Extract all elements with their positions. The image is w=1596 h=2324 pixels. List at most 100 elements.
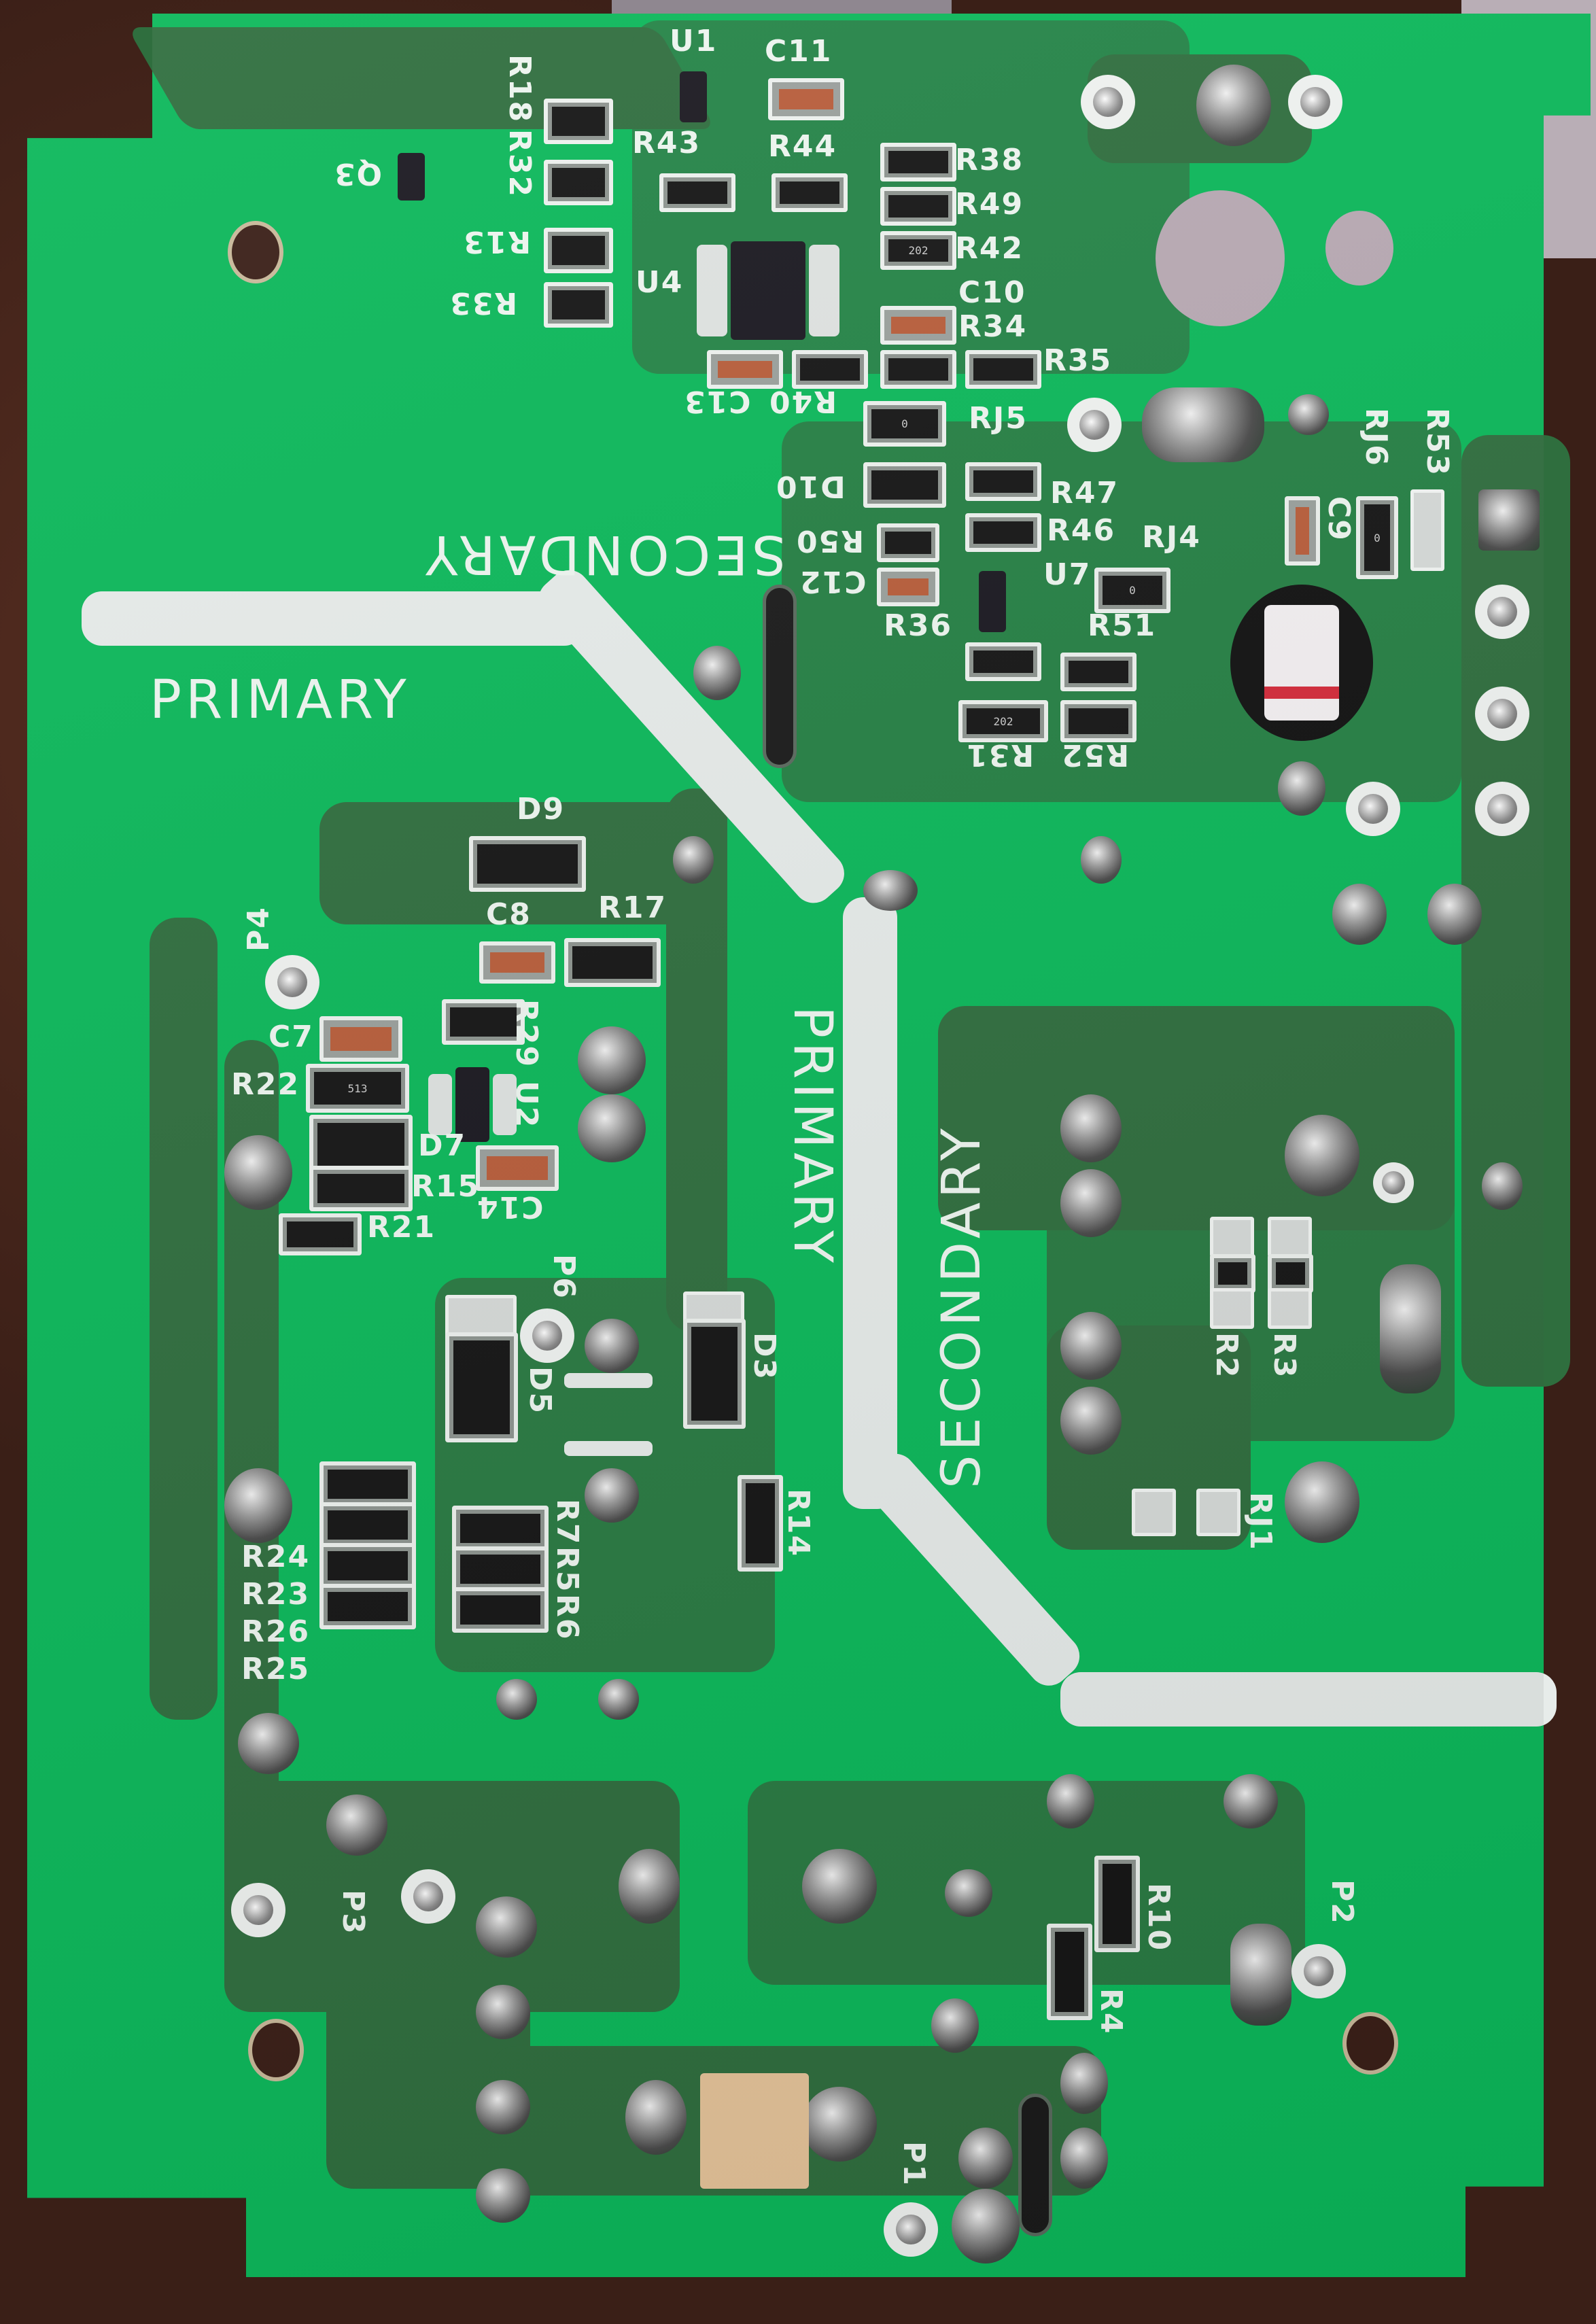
test-point-p6 <box>520 1308 574 1363</box>
capacitor-c7 <box>319 1016 402 1062</box>
capacitor-c12 <box>877 568 939 606</box>
resistor-rj5: 0 <box>863 401 946 447</box>
label-r52: R52 <box>1060 738 1130 772</box>
label-d3: D3 <box>747 1332 782 1381</box>
connector-pin-2 <box>1475 687 1529 741</box>
label-d5: D5 <box>523 1366 557 1415</box>
rj4-code: 0 <box>1129 584 1136 597</box>
pad-top-1 <box>1081 75 1135 129</box>
label-r2: R2 <box>1209 1332 1244 1379</box>
silk-bar-p6-1 <box>564 1373 653 1388</box>
solder-sec-3 <box>1332 884 1387 945</box>
solder-inductor <box>1380 1264 1441 1393</box>
label-d9: D9 <box>517 792 566 827</box>
solder-primary-10 <box>496 1679 537 1720</box>
label-d10: D10 <box>775 469 846 504</box>
solder-primary-20 <box>625 2080 687 2155</box>
label-d7: D7 <box>418 1128 467 1163</box>
diode-d3 <box>683 1319 746 1429</box>
solder-primary-19 <box>476 2080 530 2134</box>
resistor-r5 <box>452 1546 549 1592</box>
label-r25: R25 <box>241 1652 311 1686</box>
isolation-line-bottom <box>1060 1672 1557 1727</box>
solder-primary-6 <box>224 1135 292 1210</box>
mounting-hole-large <box>1156 190 1285 326</box>
solder-sec-6 <box>1060 1169 1122 1237</box>
diode-d9 <box>469 836 586 892</box>
resistor-r18 <box>544 99 613 144</box>
label-r17: R17 <box>598 890 667 925</box>
capacitor-viewport-hole <box>1230 585 1373 741</box>
solder-primary-18 <box>476 1985 530 2039</box>
solder-primary-13 <box>326 1794 387 1856</box>
hole-top-left <box>228 221 283 283</box>
test-point-p1 <box>884 2202 938 2257</box>
resistor-r49 <box>880 187 956 226</box>
test-point-p3-label: P3 <box>336 1890 370 1935</box>
label-u2: U2 <box>509 1081 544 1129</box>
solder-sec-11 <box>1060 1387 1122 1455</box>
capacitor-c9 <box>1285 496 1320 566</box>
solder-primary-5 <box>578 1094 646 1162</box>
solder-sec-12 <box>1285 1461 1359 1543</box>
pad-r3-bottom <box>1268 1288 1312 1329</box>
resistor-r32 <box>544 160 613 205</box>
resistor-r35 <box>965 350 1041 389</box>
pad-sec-8 <box>1373 1162 1414 1203</box>
label-u4: U4 <box>636 265 684 300</box>
label-r13: R13 <box>462 224 532 259</box>
solder-primary-2 <box>673 836 714 884</box>
pad-r3-top <box>1268 1217 1312 1258</box>
label-rj6: RJ6 <box>1359 408 1393 467</box>
label-r26: R26 <box>241 1614 311 1649</box>
label-r32: R32 <box>502 129 537 198</box>
pad-r53 <box>1410 489 1444 571</box>
isolation-line-mid-vert <box>843 897 897 1509</box>
label-r36: R36 <box>884 608 953 643</box>
label-r22: R22 <box>231 1067 300 1102</box>
copper-top-left <box>126 27 716 129</box>
label-r33: R33 <box>449 285 518 320</box>
test-point-p6-label: P6 <box>547 1254 581 1300</box>
solder-primary-12 <box>238 1713 299 1774</box>
resistor-r34 <box>880 350 956 389</box>
resistor-r38 <box>880 143 956 181</box>
capacitor-c14 <box>476 1145 559 1191</box>
solder-bottom-4 <box>1224 1774 1278 1828</box>
diode-d10 <box>863 462 946 508</box>
label-r29: R29 <box>509 999 544 1069</box>
connector-pin-1 <box>1475 585 1529 639</box>
u4-pins-right <box>809 245 839 336</box>
label-r43: R43 <box>632 126 701 160</box>
secondary-zone-label: SECONDARY <box>421 523 786 585</box>
resistor-r44 <box>771 173 848 212</box>
ic-u1 <box>680 71 707 122</box>
ic-u4 <box>731 241 805 340</box>
resistor-r31: 202 <box>958 700 1048 742</box>
label-r5: R5 <box>550 1546 585 1593</box>
resistor-r46 <box>965 513 1041 552</box>
resistor-r36 <box>965 642 1041 681</box>
resistor-r23 <box>319 1502 416 1548</box>
solder-bottom-10 <box>952 2189 1020 2264</box>
resistor-r26 <box>319 1543 416 1589</box>
solder-primary-21 <box>476 2168 530 2223</box>
capacitor-stripe <box>1264 687 1339 699</box>
resistor-r25 <box>319 1584 416 1629</box>
resistor-r47 <box>965 462 1041 501</box>
silk-bar-p6-2 <box>564 1441 653 1456</box>
transistor-q3 <box>398 153 425 201</box>
solder-primary-3 <box>863 870 918 911</box>
resistor-r33 <box>544 282 613 328</box>
solder-sec-4 <box>1427 884 1482 945</box>
label-c8: C8 <box>486 897 532 932</box>
copper-primary-left-rail <box>150 918 218 1720</box>
solder-primary-9 <box>224 1468 292 1543</box>
r42-code: 202 <box>908 244 929 257</box>
solder-sec-7 <box>1285 1115 1359 1196</box>
label-c7: C7 <box>268 1020 314 1054</box>
label-r53: R53 <box>1420 408 1455 477</box>
diode-d5 <box>445 1332 518 1442</box>
connector-pin-3 <box>1475 782 1529 836</box>
resistor-r42: 202 <box>880 231 956 270</box>
